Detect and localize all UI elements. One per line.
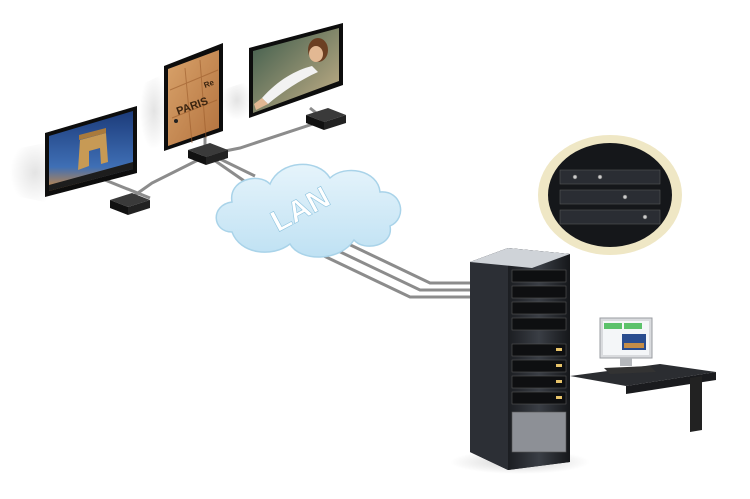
rack-leds [556,348,562,399]
magnifier-callout-icon [538,135,682,255]
map-label-small: Re [203,78,216,90]
receiver-box-1 [110,193,150,215]
rack-units [511,269,567,453]
receiver-box-icon [110,108,346,215]
cloud-icon [215,163,402,258]
paris-map-display: PARIS Re [140,43,223,151]
woman-portrait-photo [254,38,328,110]
lan-cloud: LAN [215,163,402,258]
receiver-box-2 [188,143,228,165]
lan-cables [323,238,470,299]
desk-icon [570,364,716,432]
callout-rack-detail [559,169,661,225]
server-rack-icon [450,248,590,474]
arc-de-triomphe-photo [49,128,133,191]
arc-de-triomphe-display [10,106,137,205]
receiver-box-3 [306,108,346,130]
portrait-display [222,23,343,120]
monitor-icon [599,317,656,374]
